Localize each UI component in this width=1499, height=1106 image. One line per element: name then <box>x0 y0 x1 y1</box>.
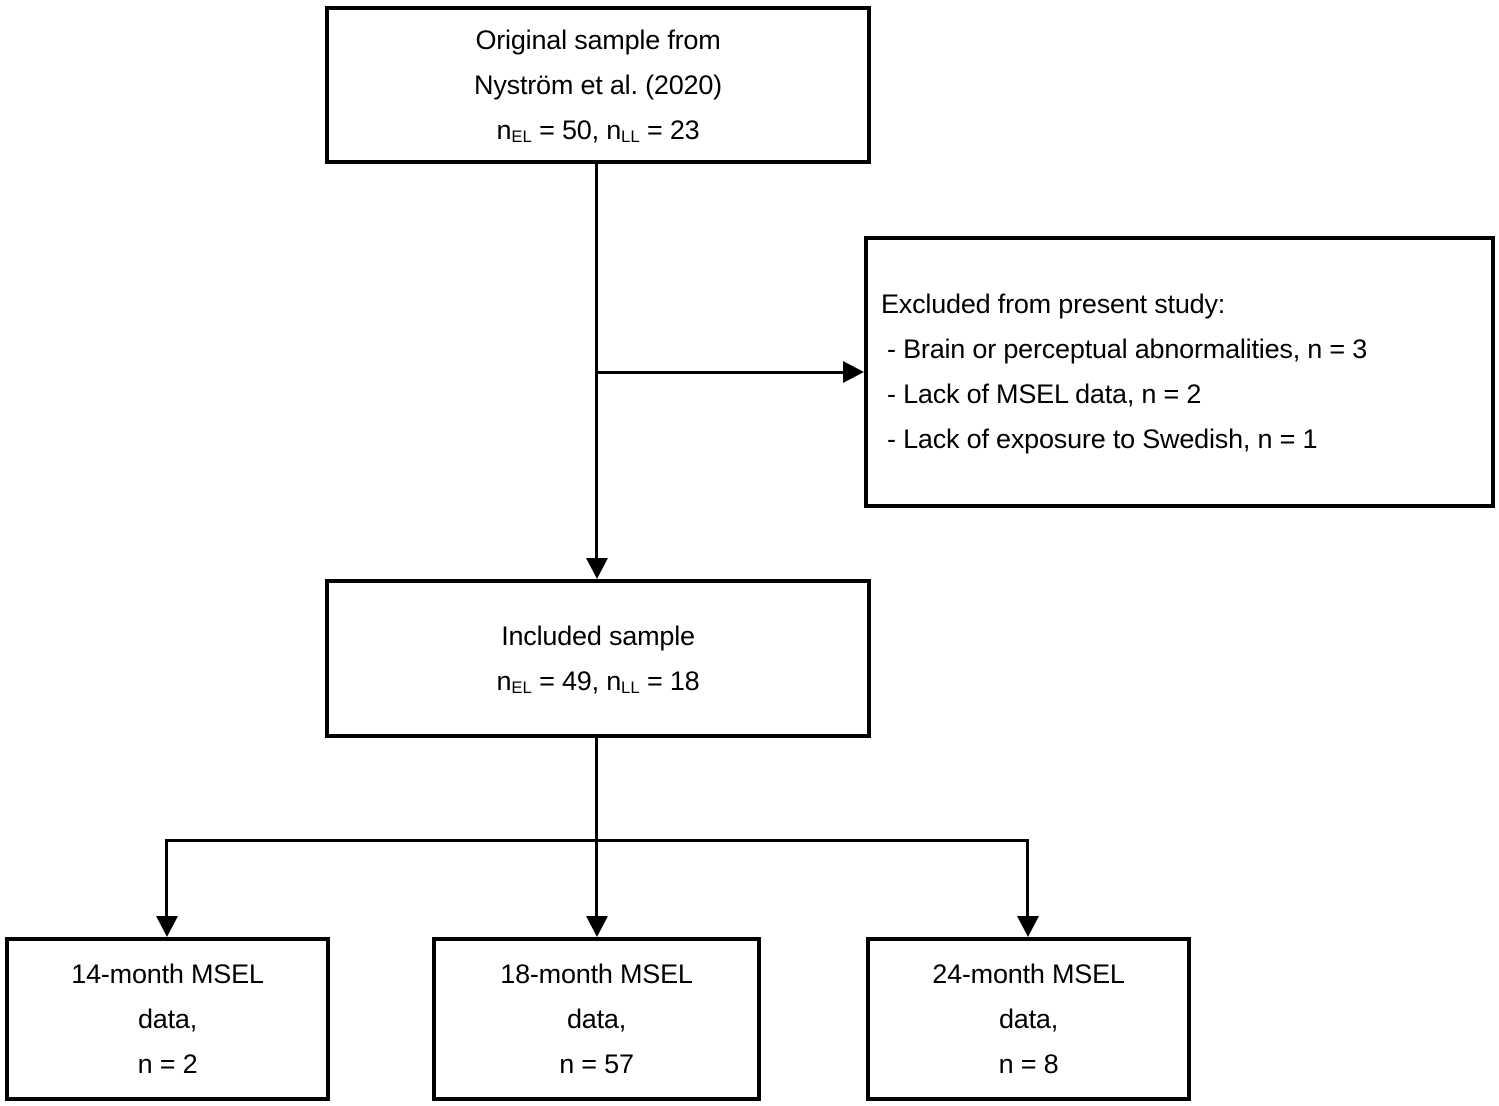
original-sample-line2: Nyström et al. (2020) <box>474 69 722 100</box>
connector-top-to-included <box>595 163 598 560</box>
outcome-count: n = 8 <box>998 1048 1059 1079</box>
n-el-subscript: EL <box>511 127 532 147</box>
outcome-line1: 14-month MSEL <box>71 958 264 989</box>
outcome-box-24-month: 24-month MSEL data, n = 8 <box>866 937 1191 1101</box>
original-sample-box: Original sample from Nyström et al. (202… <box>325 6 871 164</box>
n-ll-base: n <box>606 665 622 696</box>
n-el-base: n <box>496 665 512 696</box>
n-ll-base: n <box>606 114 622 145</box>
outcome-line2: data, <box>137 1003 198 1034</box>
arrowhead-right-icon <box>843 361 864 383</box>
included-sample-counts: nEL = 49, nLL = 18 <box>497 659 700 704</box>
distributor-line <box>165 839 1029 842</box>
arrowhead-down-icon <box>586 558 608 579</box>
outcome-count: n = 57 <box>559 1048 634 1079</box>
outcome-line2: data, <box>998 1003 1059 1034</box>
connector-to-24-month <box>1026 839 1029 917</box>
excluded-item: - Lack of exposure to Swedish, n = 1 <box>887 424 1318 454</box>
n-el-value: = 49, <box>531 665 607 696</box>
n-ll-subscript: LL <box>621 678 640 698</box>
connector-to-14-month <box>165 839 168 917</box>
connector-included-to-distributor <box>595 737 598 917</box>
n-el-base: n <box>496 114 512 145</box>
excluded-box: Excluded from present study: - Brain or … <box>864 236 1495 508</box>
outcome-box-14-month: 14-month MSEL data, n = 2 <box>5 937 330 1101</box>
outcome-line2: data, <box>566 1003 627 1034</box>
outcome-line1: 18-month MSEL <box>500 958 693 989</box>
outcome-line1: 24-month MSEL <box>932 958 1125 989</box>
original-sample-line1: Original sample from <box>475 24 721 55</box>
n-ll-subscript: LL <box>621 127 640 147</box>
included-sample-box: Included sample nEL = 49, nLL = 18 <box>325 579 871 738</box>
n-ll-value: = 18 <box>639 665 700 696</box>
connector-to-excluded <box>597 371 844 374</box>
arrowhead-down-icon <box>1017 916 1039 937</box>
original-sample-counts: nEL = 50, nLL = 23 <box>497 108 700 153</box>
outcome-box-18-month: 18-month MSEL data, n = 57 <box>432 937 761 1101</box>
excluded-title: Excluded from present study: <box>881 289 1226 319</box>
outcome-count: n = 2 <box>137 1048 198 1079</box>
arrowhead-down-icon <box>156 916 178 937</box>
included-sample-line1: Included sample <box>501 620 695 651</box>
n-ll-value: = 23 <box>639 114 700 145</box>
excluded-item: - Lack of MSEL data, n = 2 <box>887 379 1202 409</box>
excluded-item: - Brain or perceptual abnormalities, n =… <box>887 334 1368 364</box>
n-el-subscript: EL <box>511 678 532 698</box>
arrowhead-down-icon <box>586 916 608 937</box>
n-el-value: = 50, <box>531 114 607 145</box>
